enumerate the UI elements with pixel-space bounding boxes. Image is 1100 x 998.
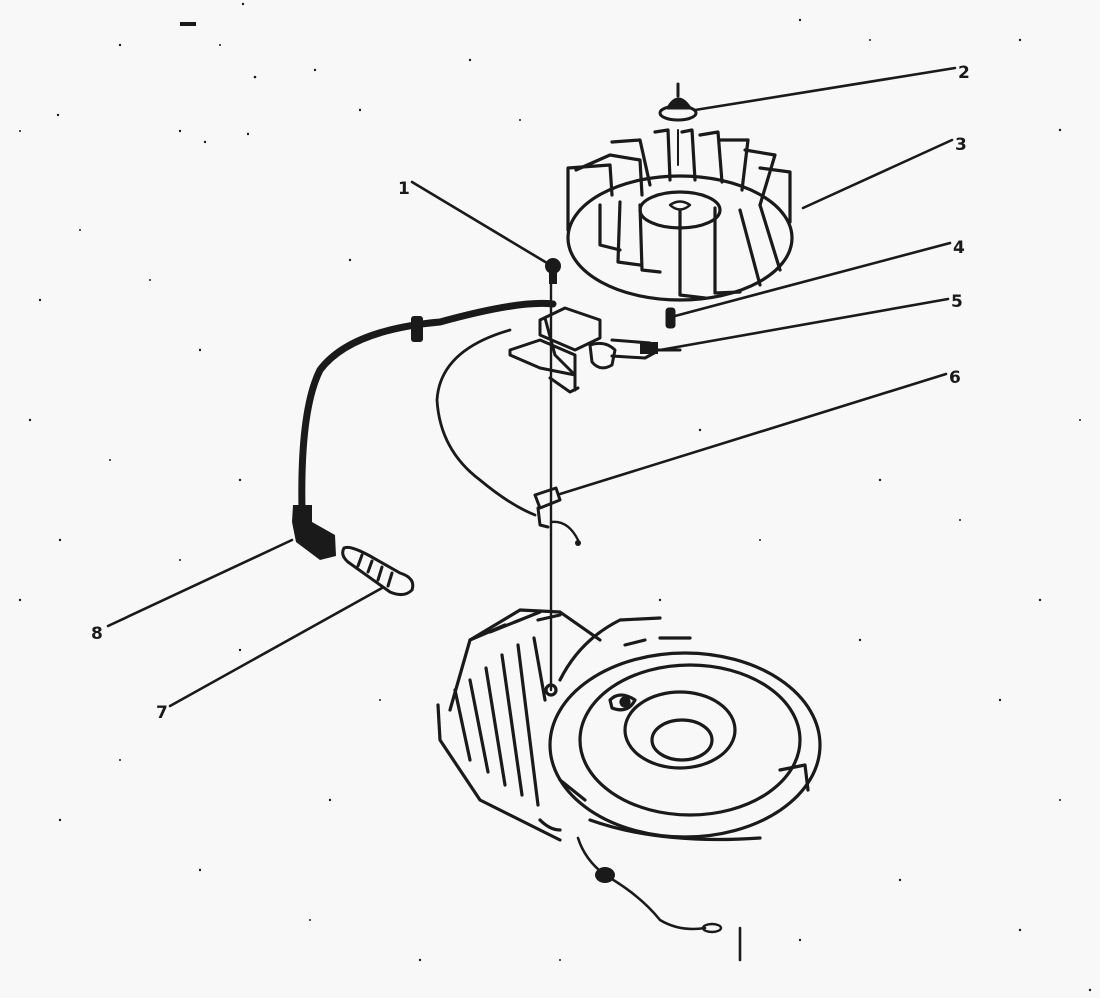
flywheel-key-part (665, 307, 676, 329)
callout-1: 1 (398, 179, 410, 199)
leader-line-1 (410, 180, 554, 268)
callout-8: 8 (91, 624, 103, 644)
ground-wire-loop (435, 328, 537, 517)
kill-wire (576, 836, 723, 934)
ground-wire-clip-part (533, 486, 581, 546)
callout-3: 3 (955, 135, 967, 155)
leader-line-8 (106, 538, 294, 628)
leader-lines (106, 66, 957, 708)
spark-plug-lead (298, 299, 557, 514)
flywheel-part (566, 128, 794, 302)
leader-line-6 (558, 372, 948, 496)
leader-line-5 (658, 297, 950, 352)
callout-2: 2 (958, 63, 970, 83)
callout-5: 5 (951, 292, 963, 312)
callout-6: 6 (949, 368, 961, 388)
callout-7: 7 (156, 703, 168, 723)
leader-line-3 (801, 138, 954, 210)
flywheel-nut-part (658, 82, 698, 122)
screw-part (545, 258, 561, 284)
callout-labels: 1 2 3 4 5 6 7 8 (91, 63, 970, 723)
spark-plug-part (341, 545, 415, 597)
leader-line-7 (168, 586, 384, 708)
spark-plug-boot-part (292, 505, 336, 560)
leader-line-2 (693, 66, 957, 112)
callout-4: 4 (953, 238, 965, 258)
ignition-coil-part (508, 306, 682, 394)
scan-noise (18, 2, 1092, 992)
engine-block (436, 608, 822, 842)
leader-line-4 (673, 241, 952, 318)
